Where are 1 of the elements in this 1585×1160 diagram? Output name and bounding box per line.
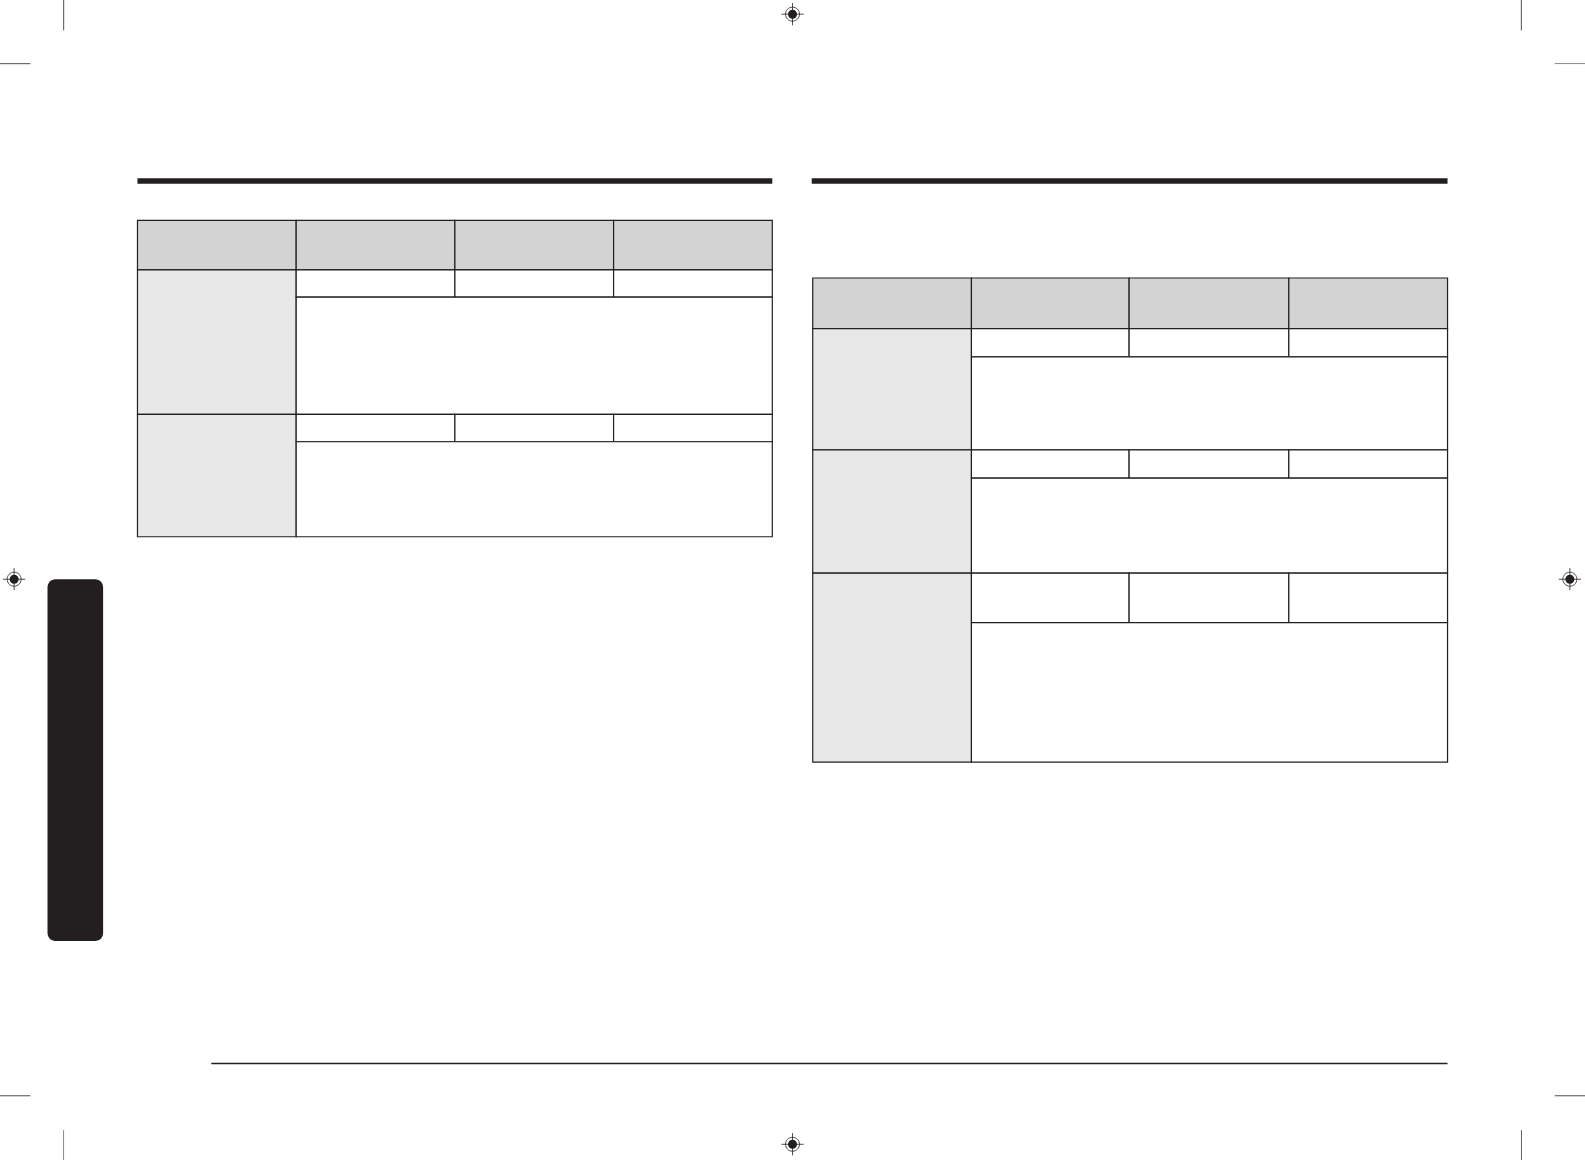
- side-tab: [47, 579, 104, 942]
